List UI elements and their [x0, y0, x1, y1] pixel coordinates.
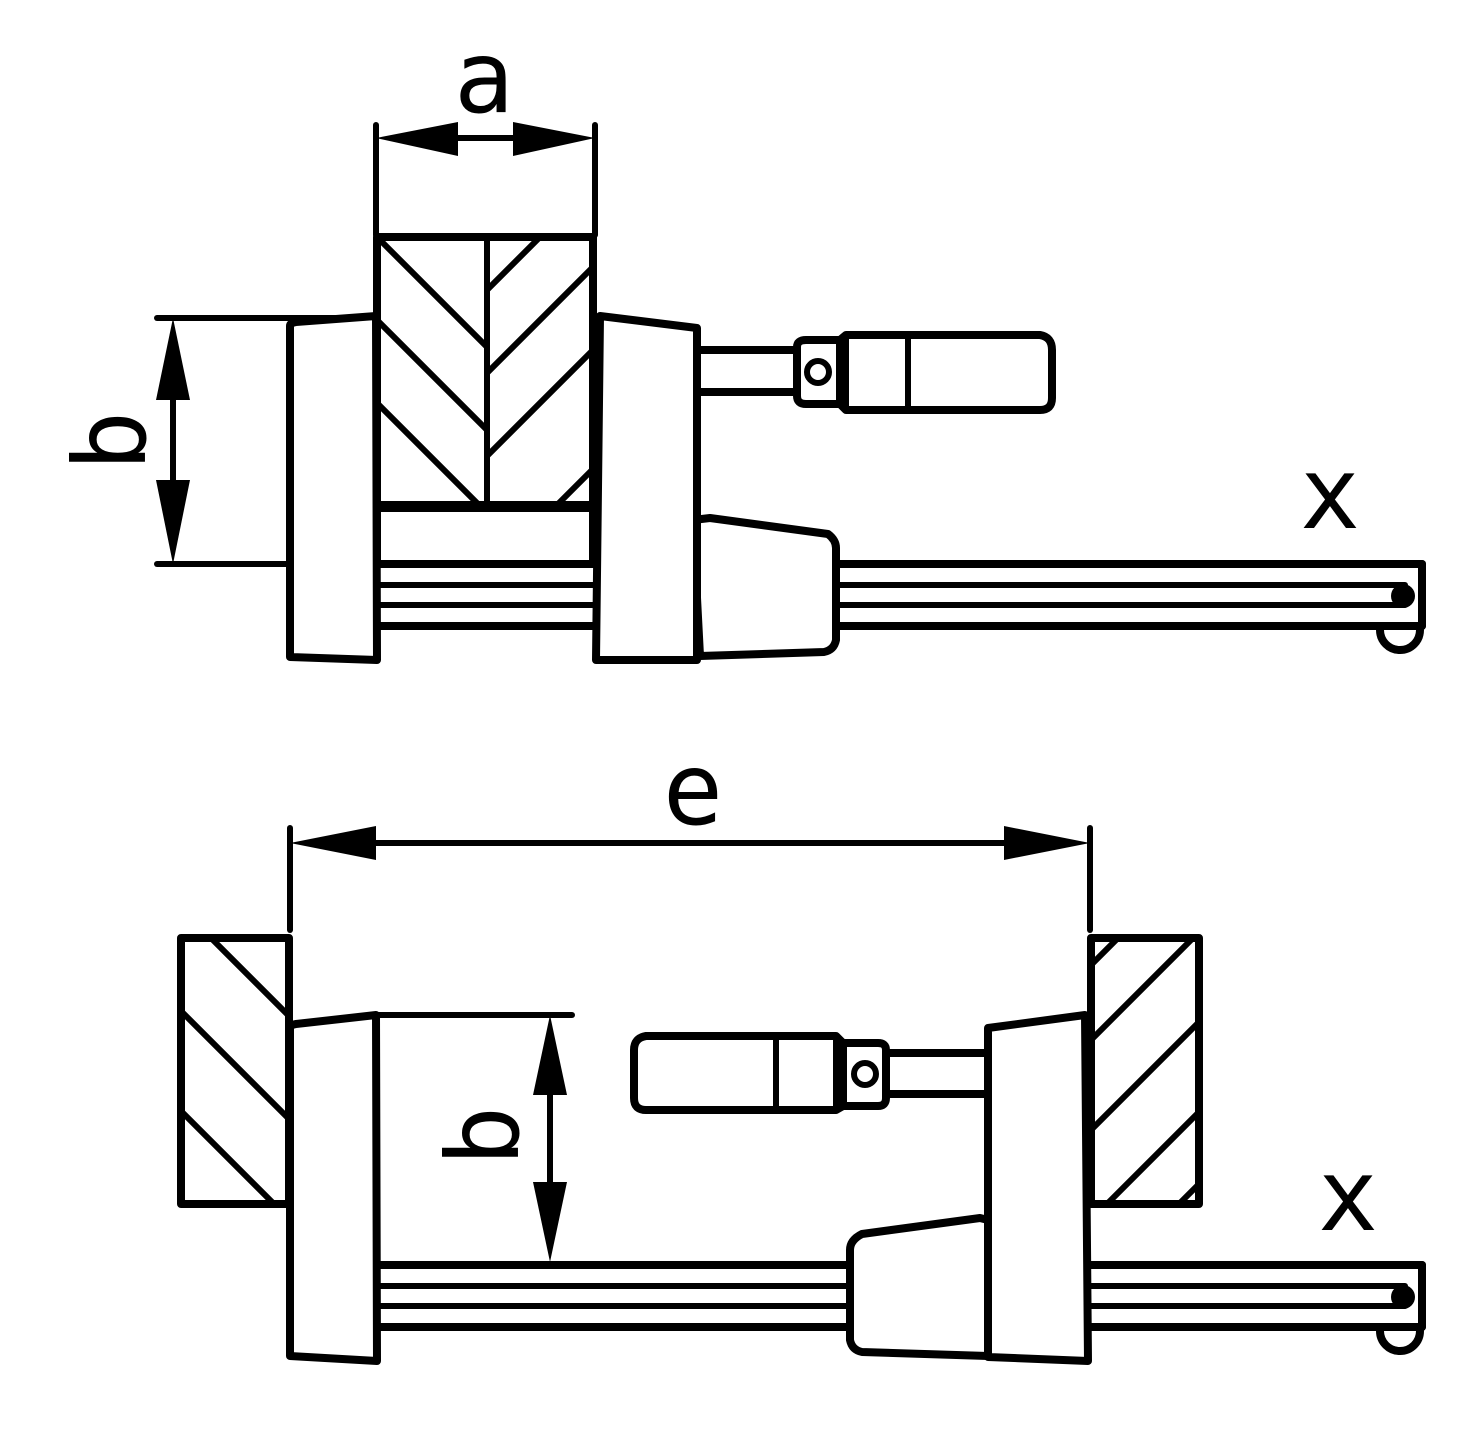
bottom-right-workpiece: [1087, 934, 1203, 1208]
label-e: e: [663, 731, 723, 848]
dimension-b-top: b: [52, 315, 373, 567]
top-inner-block: [373, 504, 597, 568]
top-clamp-figure: a b: [52, 19, 1426, 664]
top-fixed-jaw: [286, 312, 381, 664]
top-spindle: [693, 346, 802, 396]
dimension-a: a: [373, 19, 598, 238]
top-slide-jaw: [592, 312, 701, 664]
top-handle: [793, 331, 1056, 414]
bottom-spindle: [882, 1049, 992, 1098]
top-workpiece: [373, 233, 597, 509]
dimension-e: e: [287, 731, 1093, 933]
label-a: a: [454, 19, 514, 136]
top-slide-head: [689, 514, 840, 660]
label-x-bottom: x: [1318, 1137, 1378, 1254]
label-b-bottom: b: [425, 1106, 542, 1166]
bottom-slide-head: [846, 1214, 992, 1360]
top-rail: [373, 560, 1426, 654]
bottom-handle: [630, 1032, 890, 1114]
bottom-fixed-jaw: [286, 1011, 381, 1365]
bottom-left-workpiece: [177, 934, 293, 1208]
bottom-clamp-figure: e: [177, 731, 1426, 1365]
dimension-b-bottom: b: [374, 1012, 575, 1262]
label-x-top: x: [1300, 435, 1360, 552]
label-b-top: b: [52, 411, 169, 471]
bottom-slide-jaw: [984, 1011, 1092, 1365]
